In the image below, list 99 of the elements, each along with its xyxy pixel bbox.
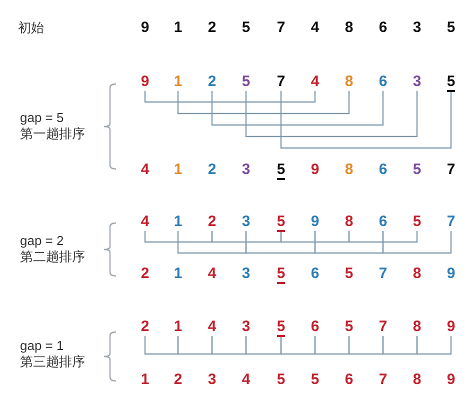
number: 4 (140, 162, 150, 178)
number: 5 (446, 74, 456, 92)
number: 5 (276, 162, 286, 180)
number: 8 (412, 319, 422, 335)
number: 5 (412, 214, 422, 230)
number: 5 (276, 372, 286, 388)
number: 5 (242, 20, 250, 36)
number: 8 (412, 372, 422, 388)
connector-line (245, 231, 316, 254)
number: 8 (412, 266, 422, 282)
connector-line (280, 231, 350, 243)
connector-line (382, 336, 418, 355)
number: 7 (276, 20, 286, 36)
number: 8 (344, 74, 354, 90)
number: 9 (446, 372, 456, 388)
number: 6 (378, 162, 388, 178)
connector-line (280, 91, 452, 149)
number: 2 (208, 20, 216, 36)
number: 3 (208, 372, 216, 388)
number: 4 (310, 20, 320, 36)
number: 3 (242, 162, 250, 178)
number: 5 (276, 319, 286, 337)
number: 2 (208, 74, 216, 90)
number: 7 (378, 319, 388, 335)
number: 4 (242, 372, 250, 388)
connector-line (144, 91, 316, 103)
number: 3 (242, 319, 250, 335)
number: 7 (276, 74, 286, 90)
pass-label: 第一趟排序 (20, 126, 85, 142)
connector-line (245, 336, 282, 355)
connector-line (280, 336, 316, 355)
number: 2 (140, 319, 150, 335)
number: 5 (276, 214, 286, 232)
number: 1 (174, 319, 182, 335)
connector-line (348, 336, 384, 355)
connector-line (211, 91, 384, 126)
number: 3 (412, 20, 422, 36)
number: 1 (174, 214, 182, 230)
number: 5 (344, 319, 354, 335)
number: 5 (310, 372, 320, 388)
connector-line (382, 231, 452, 254)
number: 6 (344, 372, 354, 388)
number: 5 (276, 266, 286, 284)
number: 7 (378, 372, 388, 388)
number: 2 (140, 266, 150, 282)
connector-line (348, 231, 418, 243)
number: 3 (242, 214, 250, 230)
number: 2 (208, 162, 216, 178)
number: 9 (446, 319, 456, 335)
connector-line (177, 91, 350, 114)
row-label: 初始 (18, 20, 44, 36)
connector-line (314, 336, 350, 355)
pass-label: 第二趟排序 (20, 249, 85, 265)
connector-line (211, 336, 247, 355)
number: 5 (412, 162, 422, 178)
number: 8 (344, 214, 354, 230)
number: 1 (174, 162, 182, 178)
number: 9 (140, 20, 150, 36)
number: 7 (446, 162, 456, 178)
number: 6 (378, 74, 388, 90)
number: 8 (344, 162, 354, 178)
number: 3 (412, 74, 422, 90)
number: 4 (208, 319, 216, 335)
number: 1 (174, 20, 182, 36)
connector-line (177, 336, 213, 355)
number: 9 (310, 214, 320, 230)
connector-line (314, 231, 384, 254)
connector-line (144, 231, 213, 243)
number: 2 (208, 214, 216, 230)
number: 1 (174, 74, 182, 90)
number: 4 (140, 214, 150, 230)
gap-label: gap = 5 (20, 110, 64, 126)
pass-label: 第三趟排序 (20, 354, 85, 370)
number: 3 (242, 266, 250, 282)
number: 6 (378, 20, 388, 36)
gap-label: gap = 1 (20, 338, 64, 354)
number: 9 (446, 266, 456, 282)
number: 5 (344, 266, 354, 282)
number: 9 (310, 162, 320, 178)
number: 6 (310, 266, 320, 282)
connector-line (416, 336, 452, 355)
number: 8 (344, 20, 354, 36)
number: 7 (446, 214, 456, 230)
connector-line (177, 231, 247, 254)
number: 1 (174, 266, 182, 282)
number: 7 (378, 266, 388, 282)
number: 4 (310, 74, 320, 90)
gap-label: gap = 2 (20, 233, 64, 249)
number: 6 (378, 214, 388, 230)
number: 4 (208, 266, 216, 282)
connector-line (144, 336, 179, 355)
number: 5 (242, 74, 250, 90)
connector-line (211, 231, 282, 243)
number: 1 (140, 372, 150, 388)
number: 6 (310, 319, 320, 335)
number: 9 (140, 74, 150, 90)
number: 5 (446, 20, 456, 36)
number: 2 (174, 372, 182, 388)
connector-line (245, 91, 418, 138)
